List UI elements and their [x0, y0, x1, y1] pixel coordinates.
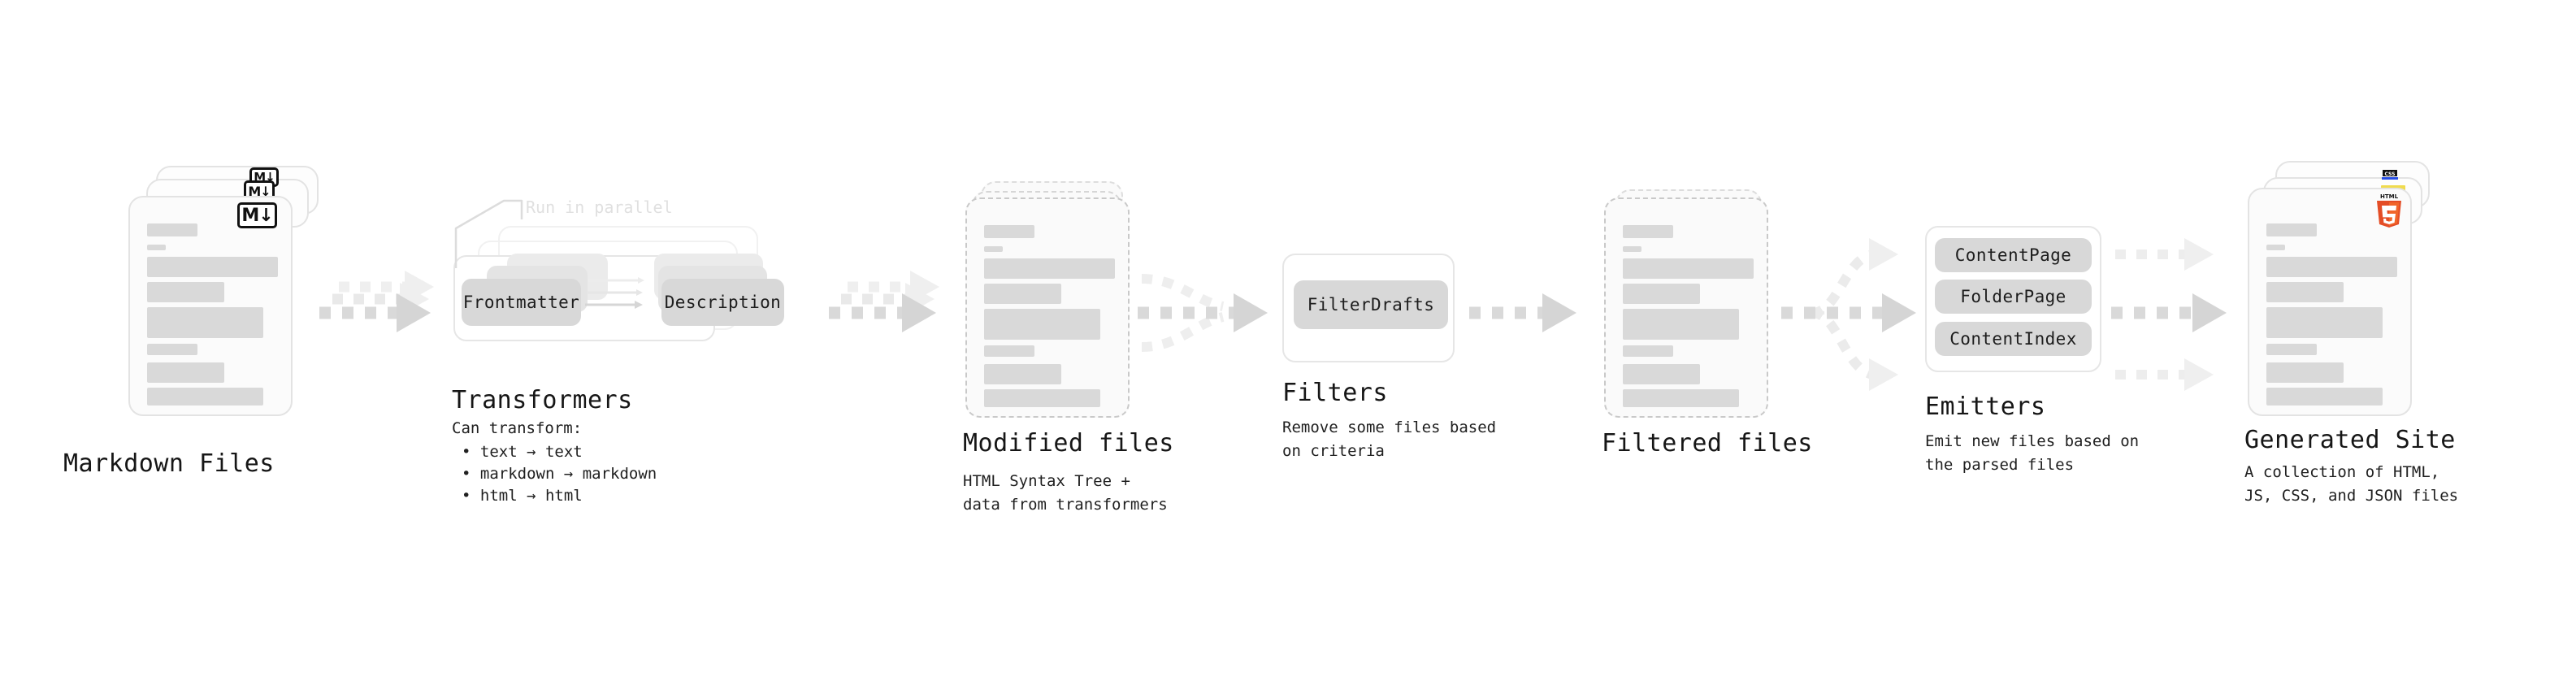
emitter-chip-contentindex[interactable]: ContentIndex — [1935, 322, 2092, 356]
doc-bar — [1623, 246, 1641, 252]
stage-title-filtered-files: Filtered files — [1602, 429, 1813, 458]
doc-bar — [1623, 284, 1700, 304]
markdown-card-front — [128, 196, 293, 416]
stage-title-generated-site: Generated Site — [2244, 426, 2456, 454]
doc-bar — [1623, 364, 1700, 384]
doc-bar — [1623, 309, 1739, 340]
doc-bar — [2266, 257, 2397, 277]
doc-bar — [147, 388, 263, 406]
doc-bar — [147, 307, 263, 338]
doc-bar — [147, 362, 224, 383]
stage-title-transformers: Transformers — [452, 386, 633, 414]
doc-bar — [147, 245, 166, 250]
doc-bar — [984, 389, 1100, 407]
doc-bar — [2266, 362, 2344, 383]
connector-emitters-to-site — [2111, 238, 2227, 391]
stage-title-emitters: Emitters — [1925, 393, 2046, 421]
doc-bar — [1623, 258, 1754, 279]
stage-title-modified-files: Modified files — [963, 429, 1174, 458]
doc-bar — [2266, 307, 2383, 338]
connector-markdown-to-transformers — [319, 271, 434, 332]
doc-bar — [984, 309, 1100, 340]
doc-bar — [1623, 225, 1673, 238]
transformers-bullet-0: • text → text — [462, 443, 583, 461]
stage-title-markdown-files: Markdown Files — [63, 449, 275, 478]
doc-bar — [2266, 344, 2317, 355]
doc-bar — [984, 225, 1034, 238]
doc-bar — [2266, 282, 2344, 302]
doc-bar — [984, 284, 1061, 304]
connector-filtered-to-emitters — [1781, 238, 1916, 391]
emitter-chip-contentpage[interactable]: ContentPage — [1935, 238, 2092, 272]
svg-text:HTML: HTML — [2380, 193, 2399, 200]
transformers-bullet-2: • html → html — [462, 487, 583, 505]
doc-bar — [2266, 245, 2285, 250]
doc-bar — [984, 258, 1115, 279]
doc-bar — [1623, 389, 1739, 407]
css-icon: CSS — [2381, 168, 2399, 180]
stage-subtitle-transformers: Can transform: — [452, 419, 583, 437]
transformer-chip-frontmatter[interactable]: Frontmatter — [462, 279, 581, 326]
doc-bar — [2266, 388, 2383, 406]
stage-subtitle-modified-files: HTML Syntax Tree + data from transformer… — [963, 472, 1168, 514]
doc-bar — [147, 257, 278, 277]
doc-bar — [984, 345, 1034, 357]
filter-chip-filterdrafts[interactable]: FilterDrafts — [1294, 280, 1448, 329]
doc-bar — [1623, 345, 1673, 357]
doc-bar — [147, 344, 197, 355]
emitter-chip-folderpage[interactable]: FolderPage — [1935, 280, 2092, 314]
doc-bar — [984, 364, 1061, 384]
connector-transformers-to-modified — [829, 271, 939, 332]
connector-filters-to-filtered — [1469, 293, 1576, 332]
stage-subtitle-generated-site: A collection of HTML, JS, CSS, and JSON … — [2244, 463, 2459, 505]
run-in-parallel-note: Run in parallel — [526, 197, 673, 217]
transformers-bullet-1: • markdown → markdown — [462, 465, 657, 483]
stage-subtitle-emitters: Emit new files based on the parsed files — [1925, 432, 2140, 474]
doc-bar — [984, 246, 1003, 252]
html5-icon: HTML — [2374, 192, 2405, 228]
doc-bar — [147, 223, 197, 236]
stage-subtitle-filters: Remove some files based on criteria — [1282, 419, 1497, 460]
connector-modified-to-filters — [1138, 274, 1268, 352]
markdown-icon: M↓ — [237, 202, 277, 228]
doc-bar — [2266, 223, 2317, 236]
modified-card-front — [965, 197, 1130, 418]
stage-title-filters: Filters — [1282, 379, 1388, 407]
doc-bar — [147, 282, 224, 302]
filtered-card-front — [1604, 197, 1768, 418]
svg-text:CSS: CSS — [2385, 171, 2396, 177]
transformer-chip-description[interactable]: Description — [661, 279, 784, 326]
